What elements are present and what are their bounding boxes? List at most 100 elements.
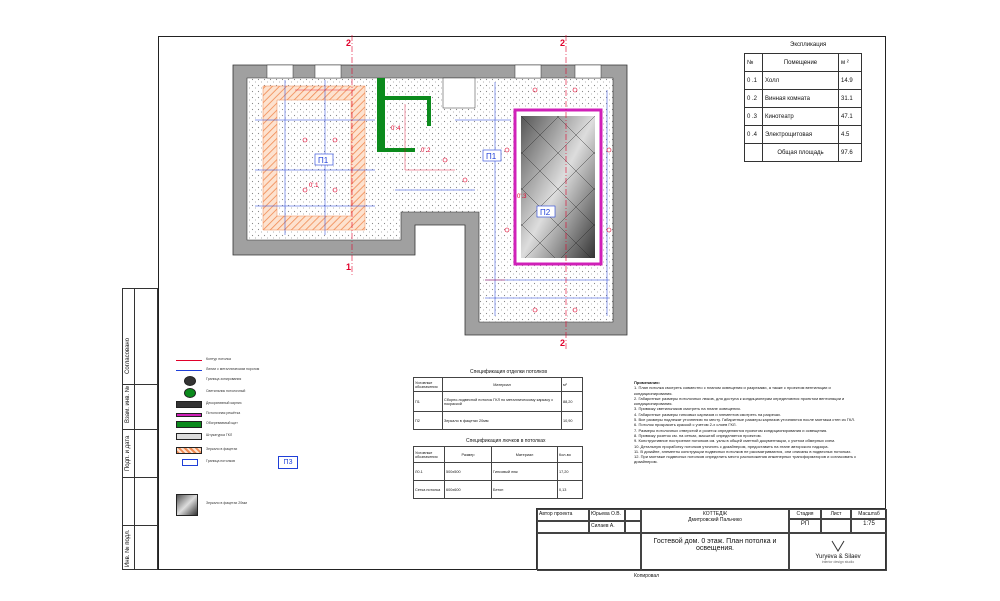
explication-head-num: № [744, 53, 763, 72]
brand-logo-icon [831, 540, 845, 552]
explication-area: 4.5 [838, 125, 862, 144]
explication-head-room: Помещение [762, 53, 839, 72]
note-item: 3. Привязку светильников смотреть на пла… [634, 406, 741, 412]
note-item: 9. Конструктивное построение потолков см… [634, 438, 836, 444]
legend-swatch-mirror [176, 494, 198, 516]
axis-2-right-bottom: 2 [560, 338, 565, 348]
explication-num: 0 .4 [744, 125, 763, 144]
explication-total-value: 97.6 [838, 143, 862, 162]
legend-swatch-hatch [176, 447, 202, 454]
legend-label: Граница зонирования [206, 377, 242, 381]
spec-value: 0,13 [557, 480, 583, 499]
explication-room: Холл [762, 71, 839, 90]
spec-material: Зеркало в фацетах 20мм [442, 411, 562, 430]
spec-ceiling-table: Условные обозначения Материал м² П1 Сбор… [413, 377, 583, 430]
spec-value: 88,20 [561, 391, 583, 412]
legend-swatch-cornice [176, 401, 202, 408]
spec-head: Кол-во [557, 446, 583, 463]
note-item: 1. План потолка смотреть совместно с пла… [634, 385, 831, 396]
spec-value: 17,20 [557, 462, 583, 481]
legend-swatch-grid [176, 413, 202, 417]
room-number-04: 0'.4 [391, 126, 401, 132]
stamp-sign-date: Подп. и дата [125, 435, 131, 471]
legend-swatch-line [176, 360, 202, 361]
explication-table: № Помещение м ² 0 .1 Холл 14.9 0 .2 Винн… [744, 53, 862, 162]
axis-2-right-top: 2 [560, 38, 565, 48]
spec-head: Материал [491, 446, 558, 463]
note-item: 10. Детальную проработку потолков уточни… [634, 443, 829, 449]
spec-ceiling-title: Спецификация отделки потолков [470, 369, 547, 375]
tb-stage-label: Стадия [789, 509, 821, 519]
mirror-ceiling [521, 116, 595, 258]
spec-code: Сетка потолка [413, 480, 445, 499]
tb-author-name: Юрьева О.В. [589, 509, 625, 521]
legend-label: Потолочная решётка [206, 411, 241, 415]
legend-label: Зеркало в фацетах [206, 447, 238, 451]
side-stamp: Согласовано Взам. инв. № Подп. и дата Ин… [122, 288, 158, 570]
spec-head: Условные обозначения [413, 446, 445, 463]
legend-label: Штукатурка ГКЛ [206, 433, 233, 437]
legend-swatch-fixture [184, 376, 196, 386]
spec-head: Условные обозначения [413, 377, 443, 392]
spec-size: 600х600 [444, 480, 492, 499]
legend-p3-tag: П3 [278, 456, 298, 469]
legend-label: Граница потолков [206, 459, 236, 463]
legend-swatch-fixture [184, 388, 196, 398]
ceiling-plan: 2 1 2 2 П1 П1 П2 0'.1 0'.2 0'.3 0'.4 [232, 35, 628, 350]
stamp-inv-replace: Взам. инв. № [125, 385, 131, 423]
notes-title: Примечания: [634, 380, 660, 385]
notes: Примечания: 1. План потолка смотреть сов… [634, 380, 866, 465]
cornice-hatch [262, 85, 366, 231]
tb-stage-value: РП [789, 519, 821, 533]
legend-swatch-boundary [182, 459, 198, 466]
note-item: 7. Размеры потолочных отверстий и розето… [634, 427, 828, 433]
tb-sheet-title: Гостевой дом. 0 этаж. План потолка и осв… [641, 533, 789, 571]
spec-head: Материал [442, 377, 562, 392]
note-item: 11. В дизайне, элементы конструкции подв… [634, 448, 852, 454]
legend-label: Зеркало в фацетах 20мм [206, 501, 247, 505]
room-number-03: 0'.3 [517, 194, 527, 200]
tb-author-label: Автор проекта [537, 509, 589, 521]
explication-room: Электрощитовая [762, 125, 839, 144]
explication-num: 0 .2 [744, 89, 763, 108]
tb-sheet-value [821, 519, 851, 533]
note-item: 12. При монтаже подвесных потолков опред… [634, 454, 857, 465]
spec-head: Размер [444, 446, 492, 463]
explication-area: 14.9 [838, 71, 862, 90]
axis-2-top: 2 [346, 38, 351, 48]
tb-object: КОТТЕДЖ Дмитровский Пальчико [641, 509, 789, 533]
spec-material: Бетон [491, 480, 558, 499]
drawing-frame [158, 36, 886, 570]
explication-area: 47.1 [838, 107, 862, 126]
legend-swatch-gkl [176, 433, 202, 440]
spec-hatch-table: Условные обозначения Размер Материал Кол… [413, 446, 583, 499]
note-item: 4. Габаритные размеры гипсовых карнизов … [634, 411, 782, 417]
title-block: Автор проекта Юрьева О.В. Силаев А. КОТТ… [536, 508, 887, 571]
explication-room: Кинотеатр [762, 107, 839, 126]
legend-label: Светильник потолочный [206, 389, 246, 393]
spec-code: П2 [413, 411, 443, 430]
spec-size: 500х500 [444, 462, 492, 481]
ceiling-label-p1-b: П1 [486, 152, 497, 161]
legend-swatch-line [176, 370, 202, 371]
spec-material: Гипсовый люк [491, 462, 558, 481]
spec-code: Л0.1 [413, 462, 445, 481]
explication-area: 31.1 [838, 89, 862, 108]
note-item: 5. Все размеры подлежат уточнению по мес… [634, 417, 856, 423]
stamp-inv-number: Инв. № подл. [125, 529, 131, 567]
tb-object-head: КОТТЕДЖ [702, 511, 728, 517]
tb-scale-value: 1:75 [851, 519, 887, 533]
explication-num: 0 .3 [744, 107, 763, 126]
spec-value: 10,90 [561, 411, 583, 430]
tb-second-name: Силаев А. [589, 521, 625, 533]
note-item: 8. Привязку розеток см. на сетках, масшт… [634, 432, 762, 438]
ceiling-label-p1: П1 [318, 156, 329, 165]
legend-swatch-shield [176, 421, 202, 428]
legend-label: Обогреваемый щит [206, 421, 238, 425]
explication-total-label: Общая площадь [762, 143, 839, 162]
spec-hatch-title: Спецификация лючков в потолках [466, 438, 546, 444]
explication-title: Экспликация [790, 42, 827, 48]
spec-code: П1 [413, 391, 443, 412]
room-number-02: 0'.2 [421, 148, 431, 154]
explication-head-area: м ² [838, 53, 862, 72]
